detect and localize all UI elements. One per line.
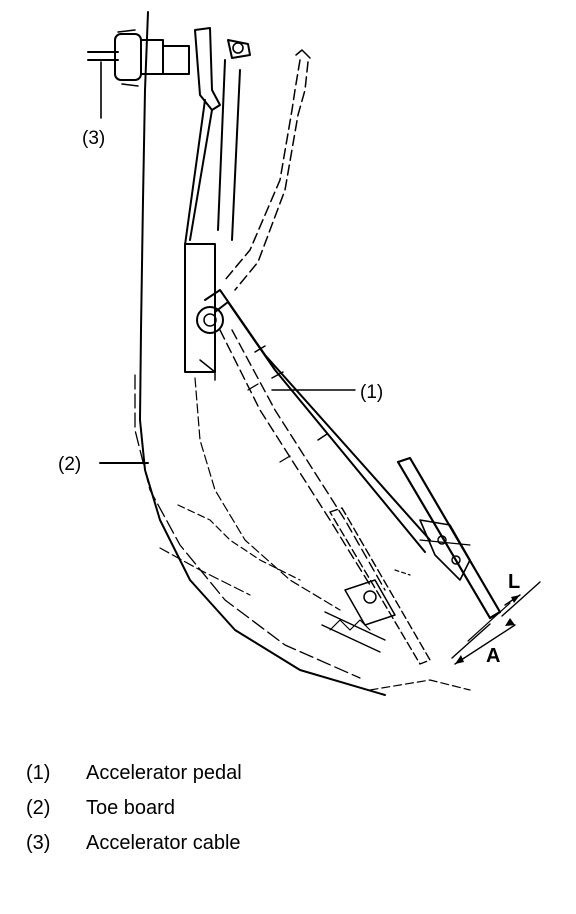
dimension-l-label: L (508, 571, 520, 593)
arrow-head-l (511, 595, 520, 603)
legend-item-number: (1) (26, 762, 51, 784)
toe-board (134, 11, 471, 696)
legend-item: (1) Accelerator pedal (26, 762, 242, 797)
accelerator-pedal-diagram: (3) (1) (2) L A (58, 11, 541, 696)
arrow-head-a-lower (455, 655, 464, 664)
callout-pedal: (1) (360, 382, 383, 403)
dimension-a-line (451, 581, 541, 665)
legend-item-number: (3) (26, 832, 51, 854)
pedal-arm (204, 289, 431, 553)
pedal-bracket (184, 27, 251, 381)
legend-item-number: (2) (26, 797, 51, 819)
legend-item-text: Accelerator pedal (86, 762, 242, 784)
legend: (1) Accelerator pedal (2) Toe board (3) … (26, 762, 242, 867)
accelerator-cable (87, 29, 190, 87)
legend-item: (3) Accelerator cable (26, 832, 242, 867)
dimension-a-label: A (486, 645, 500, 667)
legend-item: (2) Toe board (26, 797, 242, 832)
callout-toe-board: (2) (58, 454, 81, 475)
legend-item-text: Accelerator cable (86, 832, 241, 854)
pedal-arm-alt (219, 49, 386, 591)
pedal-pad-alt (321, 507, 431, 665)
arrow-head-a-upper (505, 618, 515, 626)
legend-item-text: Toe board (86, 797, 175, 819)
callout-cable: (3) (82, 128, 105, 149)
